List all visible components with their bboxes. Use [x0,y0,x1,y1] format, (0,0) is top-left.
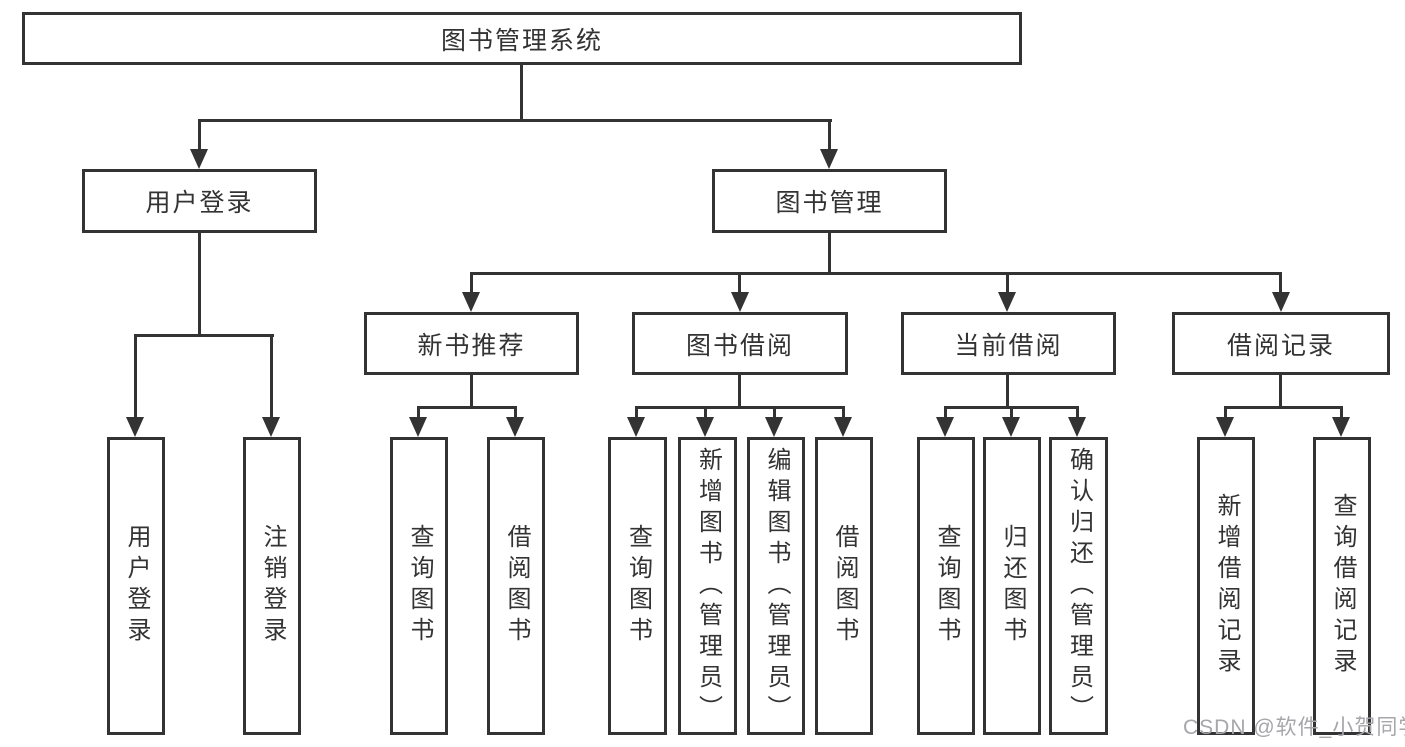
connector-br-leaf-1 [1340,406,1343,422]
arrowhead-nbr-leaf-1 [506,417,524,437]
arrowhead-bb-leaf-1 [696,417,714,437]
connector-mgmt-split [470,272,1282,275]
arrowhead-current-borrow [998,292,1016,312]
connector-cb-leaf-2 [1076,406,1079,422]
leaf-user-login: 用户登录 [107,437,165,735]
connector-nbr-split [417,406,517,409]
arrowhead-leaf-logout [262,417,280,437]
leaf-nbr-borrow-books: 借阅图书 [487,437,545,735]
leaf-cb-query-books: 查询图书 [917,437,975,735]
node-book-management: 图书管理 [712,169,947,233]
leaf-br-add-record: 新增借阅记录 [1197,437,1255,735]
connector-nbr-leaf-0 [417,406,420,422]
connector-bb-leaf-1 [704,406,707,422]
connector-nbr-stem [470,375,473,408]
leaf-logout-login: 注销登录 [243,437,301,735]
node-borrow-record: 借阅记录 [1172,312,1390,375]
node-library-system: 图书管理系统 [22,12,1022,65]
arrowhead-br-leaf-0 [1216,417,1234,437]
arrowhead-book-borrow [731,292,749,312]
connector-bb-split [635,406,845,409]
connector-cb-leaf-1 [1010,406,1013,422]
connector-mgmt-stem [828,233,831,274]
arrowhead-cb-leaf-0 [936,417,954,437]
connector-bb-leaf-2 [773,406,776,422]
leaf-bb-edit-books-admin: 编辑图书（管理员） [747,437,805,735]
leaf-cb-return-books: 归还图书 [983,437,1041,735]
connector-root-split [198,119,832,122]
arrowhead-borrow-record [1272,292,1290,312]
arrowhead-cb-leaf-2 [1068,417,1086,437]
connector-login-split [134,334,274,337]
arrowhead-bb-leaf-2 [765,417,783,437]
connector-to-book-management [828,119,831,152]
arrowhead-user-login [190,149,208,169]
connector-to-new-book-recommend [470,272,473,294]
arrowhead-nbr-leaf-0 [409,417,427,437]
arrowhead-br-leaf-1 [1332,417,1350,437]
connector-to-leaf-user-login [134,334,137,420]
node-book-borrow: 图书借阅 [632,312,848,375]
connector-br-split [1224,406,1343,409]
connector-nbr-leaf-1 [514,406,517,422]
connector-to-user-login [198,119,201,152]
arrowhead-bb-leaf-3 [834,417,852,437]
node-new-book-recommend: 新书推荐 [364,312,579,375]
connector-to-borrow-record [1279,272,1282,294]
connector-root-stem [520,65,523,120]
connector-login-stem [198,233,201,336]
connector-bb-leaf-0 [635,406,638,422]
arrowhead-book-management [820,149,838,169]
node-user-login: 用户登录 [82,169,317,233]
connector-br-leaf-0 [1224,406,1227,422]
connector-cb-stem [1006,375,1009,408]
connector-bb-leaf-3 [842,406,845,422]
arrowhead-cb-leaf-1 [1002,417,1020,437]
leaf-br-query-record: 查询借阅记录 [1313,437,1371,735]
leaf-bb-query-books: 查询图书 [608,437,667,735]
arrowhead-bb-leaf-0 [627,417,645,437]
leaf-nbr-query-books: 查询图书 [390,437,448,735]
connector-bb-stem [738,375,741,408]
leaf-bb-add-books-admin: 新增图书（管理员） [678,437,737,735]
connector-to-leaf-logout [270,334,273,420]
connector-cb-leaf-0 [944,406,947,422]
csdn-watermark: CSDN @软件_小贺同学 [1183,716,1405,739]
connector-br-stem [1279,375,1282,408]
arrowhead-leaf-user-login [126,417,144,437]
leaf-cb-confirm-return-admin: 确认归还（管理员） [1049,437,1108,735]
node-current-borrow: 当前借阅 [901,312,1116,375]
connector-to-current-borrow [1006,272,1009,294]
leaf-bb-borrow-books: 借阅图书 [815,437,873,735]
arrowhead-new-book-recommend [462,292,480,312]
connector-to-book-borrow [738,272,741,294]
